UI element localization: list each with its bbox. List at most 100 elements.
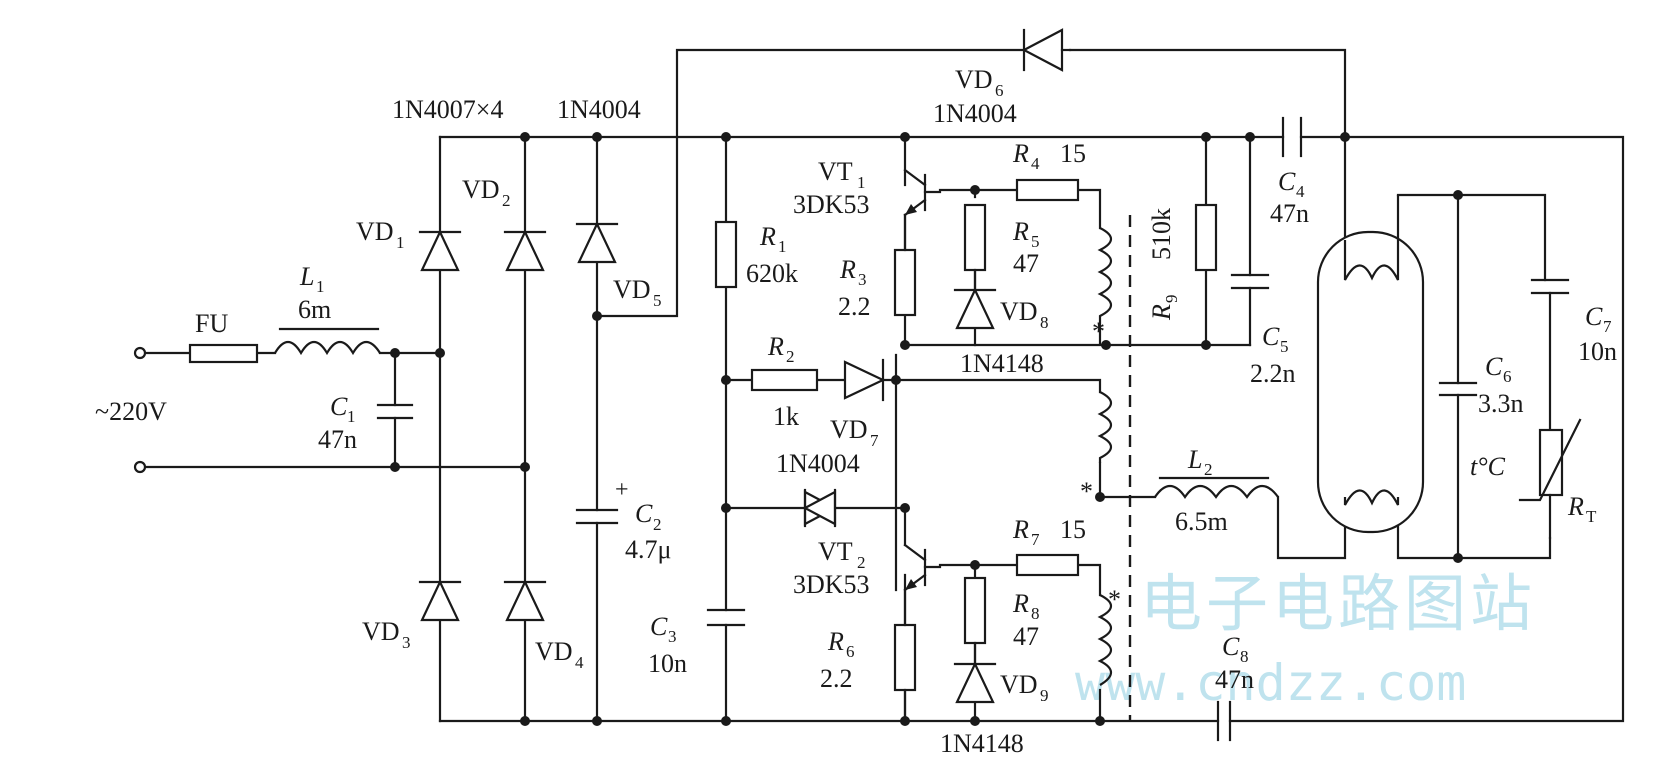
label-vd9-sub: 9 xyxy=(1040,686,1049,705)
label-c5-val: 2.2n xyxy=(1250,359,1296,388)
winding-middle xyxy=(1097,391,1113,463)
label-r4: R xyxy=(1012,139,1029,168)
label-c2-val: 4.7μ xyxy=(625,535,671,564)
label-r3-val: 2.2 xyxy=(838,292,871,321)
label-c4-sub: 4 xyxy=(1296,182,1305,201)
label-c6-val: 3.3n xyxy=(1478,389,1524,418)
label-vd9: VD xyxy=(1000,670,1038,699)
diode-vd7 xyxy=(843,358,886,402)
transistor-vt2 xyxy=(903,543,942,592)
resistor-r1 xyxy=(714,220,738,289)
capacitor-c6 xyxy=(1438,381,1478,397)
label-c6: C xyxy=(1485,352,1503,381)
label-c6-sub: 6 xyxy=(1503,367,1512,386)
label-r2: R xyxy=(767,332,784,361)
label-r6-val: 2.2 xyxy=(820,664,853,693)
label-vt2-part: 3DK53 xyxy=(793,570,870,599)
label-c8: C xyxy=(1222,632,1240,661)
capacitor-c8 xyxy=(1216,700,1232,742)
label-l1-sub: 1 xyxy=(316,277,325,296)
junction-dots xyxy=(390,132,1463,726)
label-r9-val: 510k xyxy=(1147,208,1176,260)
label-vt1-part: 3DK53 xyxy=(793,190,870,219)
label-c7: C xyxy=(1585,302,1603,331)
label-vd6-sub: 6 xyxy=(995,81,1004,100)
label-vd4-sub: 4 xyxy=(575,653,584,672)
label-vd8: VD xyxy=(1000,297,1038,326)
label-l2-val: 6.5m xyxy=(1175,507,1228,536)
label-vd6: VD xyxy=(955,65,993,94)
label-temp: t°C xyxy=(1470,452,1506,481)
label-vd5-sub: 5 xyxy=(653,291,662,310)
fluorescent-lamp xyxy=(1316,195,1425,534)
label-r8-val: 47 xyxy=(1013,622,1039,651)
label-vd8-part: 1N4148 xyxy=(960,349,1044,378)
label-r1-sub: 1 xyxy=(778,237,787,256)
dot-mark-upper: * xyxy=(1092,317,1105,346)
label-c4: C xyxy=(1278,167,1296,196)
label-r8: R xyxy=(1012,589,1029,618)
label-vd7-part: 1N4004 xyxy=(776,449,860,478)
label-r9: R xyxy=(1147,304,1176,321)
label-c2: C xyxy=(635,499,653,528)
resistor-r8 xyxy=(963,576,987,645)
label-r9-sub: 9 xyxy=(1162,295,1181,304)
winding-upper xyxy=(1097,227,1113,345)
winding-lower xyxy=(1097,594,1113,686)
label-r7-val: 15 xyxy=(1060,515,1086,544)
label-r4-sub: 4 xyxy=(1031,154,1040,173)
diode-vd6 xyxy=(1021,28,1072,72)
label-vd8-sub: 8 xyxy=(1040,313,1049,332)
diode-vd2 xyxy=(503,229,547,272)
capacitor-c5 xyxy=(1230,273,1270,290)
label-r5: R xyxy=(1012,217,1029,246)
label-r3: R xyxy=(839,255,856,284)
label-c3: C xyxy=(650,612,668,641)
label-vd5-part: 1N4004 xyxy=(557,95,641,124)
label-vt2-sub: 2 xyxy=(857,553,866,572)
label-vt2: VT xyxy=(818,537,853,566)
label-source: ~220V xyxy=(95,397,167,426)
label-c4-val: 47n xyxy=(1270,199,1309,228)
label-r1-val: 620k xyxy=(746,259,798,288)
watermark-cn: 电子电路图站 xyxy=(1140,567,1536,640)
label-r1: R xyxy=(759,222,776,251)
label-vd7-sub: 7 xyxy=(870,431,879,450)
label-r6-sub: 6 xyxy=(846,642,855,661)
resistor-r4 xyxy=(1015,178,1080,202)
resistor-r9 xyxy=(1194,203,1218,272)
label-l2-sub: 2 xyxy=(1204,460,1213,479)
label-vd3: VD xyxy=(362,617,400,646)
resistor-r6 xyxy=(893,623,917,692)
label-r7-sub: 7 xyxy=(1031,530,1040,549)
diode-vd8 xyxy=(953,268,997,330)
label-c7-val: 10n xyxy=(1578,337,1617,366)
resistor-r3 xyxy=(893,248,917,317)
label-c2-plus: + xyxy=(615,477,629,503)
capacitor-c3 xyxy=(706,608,746,627)
input-terminals xyxy=(133,346,147,474)
inductor-l1 xyxy=(274,340,381,356)
label-vd7: VD xyxy=(830,415,868,444)
label-r5-sub: 5 xyxy=(1031,232,1040,251)
labels: ~220V FU L 1 6m C 1 47n 1N4007×4 1N4004 … xyxy=(95,65,1617,758)
watermark: 电子电路图站 www.cndzz.com xyxy=(1075,567,1536,712)
label-c2-sub: 2 xyxy=(653,515,662,534)
fuse xyxy=(188,343,259,364)
label-r2-val: 1k xyxy=(773,402,799,431)
diode-vd3 xyxy=(418,579,462,622)
label-c5: C xyxy=(1262,322,1280,351)
label-fu: FU xyxy=(195,309,228,338)
label-c3-sub: 3 xyxy=(668,627,677,646)
dot-mark-lower: * xyxy=(1108,585,1121,614)
label-bridge: 1N4007×4 xyxy=(392,95,503,124)
inductor-l2 xyxy=(1154,484,1279,499)
label-vd1-sub: 1 xyxy=(396,233,405,252)
label-c8-sub: 8 xyxy=(1240,647,1249,666)
label-vd2: VD xyxy=(462,175,500,204)
label-rt-sub: T xyxy=(1586,507,1597,526)
capacitor-c2 xyxy=(575,508,619,525)
diode-trigger xyxy=(802,488,838,528)
transistor-vt1 xyxy=(903,168,942,217)
label-vd6-part: 1N4004 xyxy=(933,99,1017,128)
